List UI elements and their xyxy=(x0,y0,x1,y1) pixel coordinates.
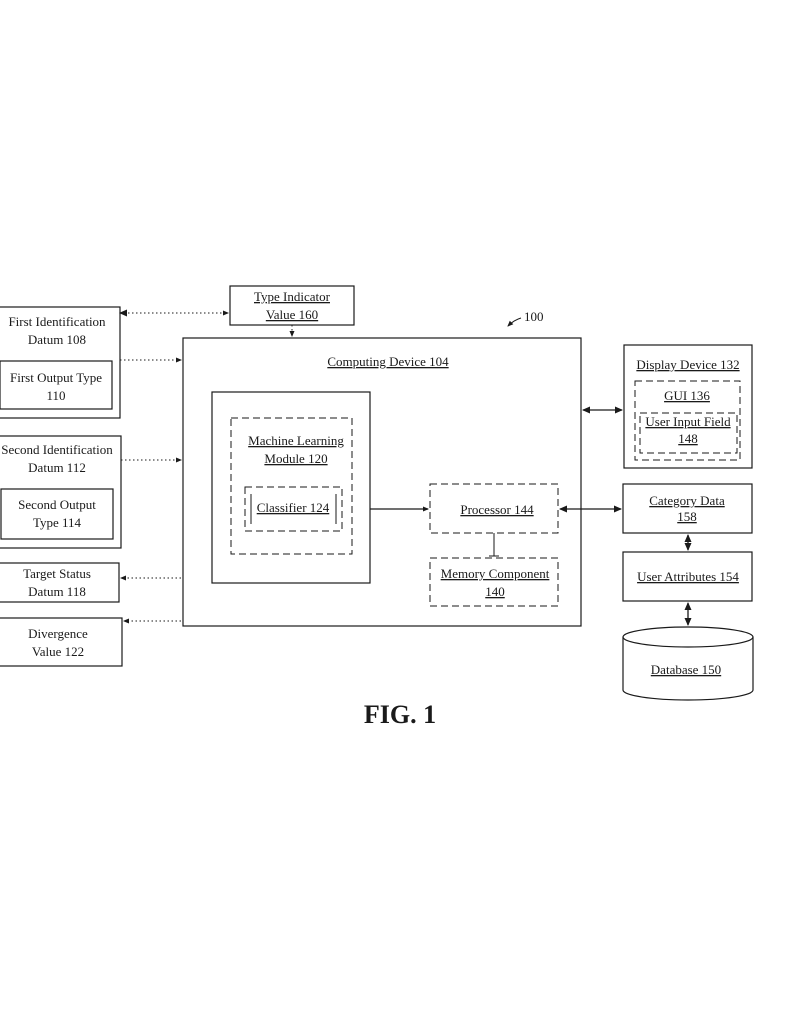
second-identification-label-line2: Datum 112 xyxy=(28,460,86,475)
first-identification-datum-box xyxy=(0,306,121,419)
target-status-label-line1: Target Status xyxy=(23,566,91,581)
second-output-type-label-line1: Second Output xyxy=(18,497,96,512)
category-data-label-line2: 158 xyxy=(677,509,697,524)
second-output-type-label-line2: Type 114 xyxy=(33,515,82,530)
classifier-label: Classifier 124 xyxy=(257,500,330,515)
category-data-label-line1: Category Data xyxy=(649,493,725,508)
type-indicator-label-line2: Value 160 xyxy=(266,307,318,322)
memory-label-line2: 140 xyxy=(485,584,505,599)
target-status-label-line2: Datum 118 xyxy=(28,584,86,599)
processor-label: Processor 144 xyxy=(460,502,534,517)
user-attributes-box xyxy=(622,551,753,602)
gui-box xyxy=(634,380,741,461)
display-device-label: Display Device 132 xyxy=(636,357,739,372)
user-input-field-box xyxy=(639,412,738,454)
first-identification-group: First Identification Datum 108 First Out… xyxy=(0,306,121,419)
reference-leader-arrow xyxy=(507,317,522,327)
first-output-type-label-line2: 110 xyxy=(46,388,65,403)
computing-device-label: Computing Device 104 xyxy=(327,354,449,369)
memory-label-line1: Memory Component xyxy=(441,566,550,581)
category-data-box xyxy=(622,483,753,534)
target-status-datum-box xyxy=(0,562,120,603)
second-output-type-box xyxy=(0,488,114,540)
divergence-label-line1: Divergence xyxy=(28,626,88,641)
user-attributes-label: User Attributes 154 xyxy=(637,569,739,584)
second-identification-group: Second Identification Datum 112 Second O… xyxy=(0,435,122,549)
machine-learning-module-box xyxy=(230,417,353,555)
figure-reference-numeral: 100 xyxy=(524,309,544,324)
ml-module-label-line2: Module 120 xyxy=(264,451,327,466)
user-input-field-label-line1: User Input Field xyxy=(645,414,731,429)
machine-learning-outer-box xyxy=(211,391,371,584)
gui-label: GUI 136 xyxy=(664,388,710,403)
first-identification-label-line2: Datum 108 xyxy=(28,332,86,347)
first-output-type-label-line1: First Output Type xyxy=(10,370,102,385)
display-device-box xyxy=(623,344,753,469)
ml-module-label-line1: Machine Learning xyxy=(248,433,344,448)
figure-title: FIG. 1 xyxy=(364,700,436,729)
database-label: Database 150 xyxy=(651,662,721,677)
classifier-box xyxy=(244,486,343,532)
database-cylinder xyxy=(622,626,754,701)
type-indicator-label-line1: Type Indicator xyxy=(254,289,331,304)
second-identification-datum-box xyxy=(0,435,122,549)
first-identification-label-line1: First Identification xyxy=(8,314,106,329)
divergence-value-box xyxy=(0,617,123,667)
database-body xyxy=(622,637,754,701)
computing-device-box xyxy=(182,337,582,627)
first-output-type-box xyxy=(0,360,113,410)
database-top xyxy=(622,626,754,648)
user-input-field-label-line2: 148 xyxy=(678,431,698,446)
second-identification-label-line1: Second Identification xyxy=(1,442,113,457)
divergence-label-line2: Value 122 xyxy=(32,644,84,659)
